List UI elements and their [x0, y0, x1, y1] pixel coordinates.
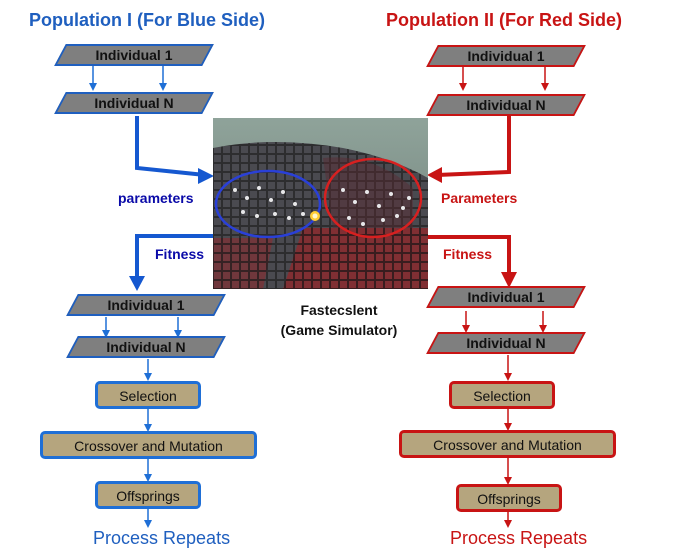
red-fitness-arrowhead [501, 272, 517, 288]
blue-process-repeats: Process Repeats [93, 528, 231, 548]
red-parameters-arrowhead [427, 167, 442, 183]
blue-top-individual-1: Individual 1 [54, 44, 214, 66]
red-top-individual-n: Individual N [426, 94, 586, 116]
game-simulator-screenshot [213, 118, 428, 289]
blue-selection-box: Selection [95, 381, 201, 409]
simulator-subtitle: (Game Simulator) [280, 322, 398, 338]
red-offsprings-box: Offsprings [456, 484, 562, 512]
simulator-name: Fastecslent [300, 302, 378, 318]
simulator-caption: Fastecslent (Game Simulator) [254, 300, 424, 340]
red-process-repeats: Process Repeats [450, 528, 588, 548]
blue-population-title: Population I (For Blue Side) [29, 10, 265, 30]
red-selection-box: Selection [449, 381, 555, 409]
blue-offsprings-box: Offsprings [95, 481, 201, 509]
red-parameters-label: Parameters [441, 190, 518, 206]
red-fitness-label: Fitness [443, 246, 493, 262]
blue-parameters-arrowhead [198, 168, 214, 184]
red-top-individual-1: Individual 1 [426, 45, 586, 67]
blue-top-individual-n: Individual N [54, 92, 214, 114]
red-crossover-box: Crossover and Mutation [399, 430, 616, 458]
blue-bottom-individual-1: Individual 1 [66, 294, 226, 316]
red-bottom-individual-1: Individual 1 [426, 286, 586, 308]
blue-fitness-arrowhead [129, 276, 145, 291]
blue-fitness-label: Fitness [155, 246, 205, 262]
blue-bottom-individual-n: Individual N [66, 336, 226, 358]
blue-crossover-box: Crossover and Mutation [40, 431, 257, 459]
red-population-title: Population II (For Red Side) [386, 10, 622, 30]
blue-parameters-label: parameters [118, 190, 194, 206]
red-bottom-individual-n: Individual N [426, 332, 586, 354]
